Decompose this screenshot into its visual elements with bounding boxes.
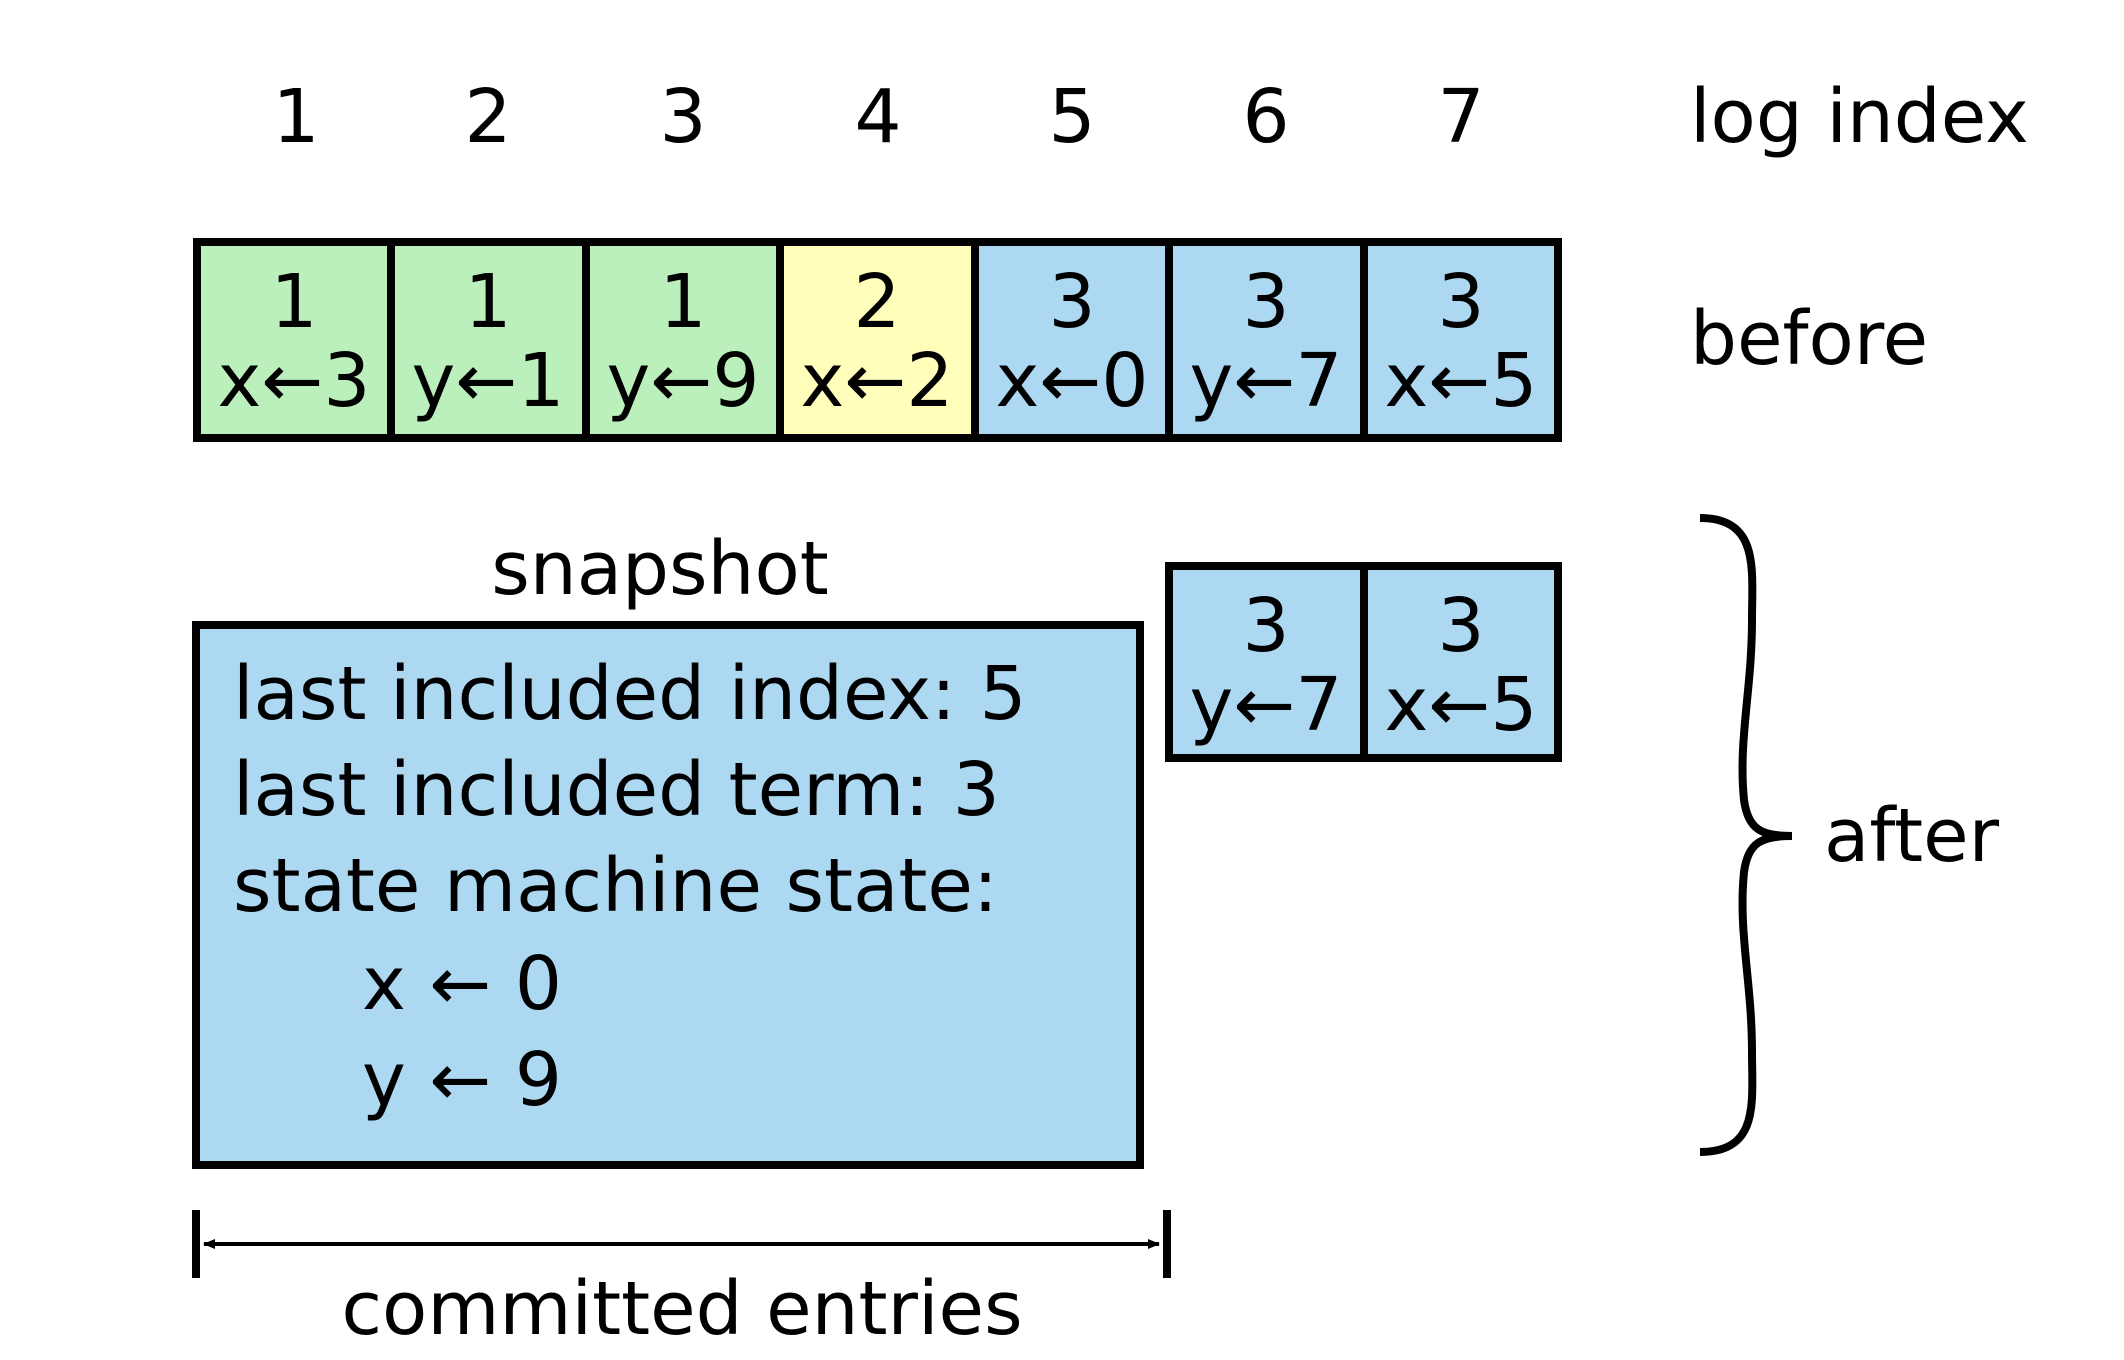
before-entry-6-term: 3 (1242, 259, 1289, 345)
before-entry-5: 3 x←0 (971, 238, 1173, 442)
log-index-2: 2 (464, 74, 511, 160)
log-index-row: 1 2 3 4 5 6 7 log index (272, 74, 2028, 160)
before-entry-6-cell (1165, 238, 1368, 442)
committed-span: committed entries (192, 1210, 1171, 1352)
log-index-4: 4 (854, 74, 901, 160)
before-log: 1 x←3 1 y←1 1 y←9 2 x←2 3 x←0 3 y←7 (193, 238, 1928, 442)
before-entry-7-term: 3 (1437, 259, 1484, 345)
log-index-6: 6 (1242, 74, 1289, 160)
committed-label: committed entries (341, 1266, 1022, 1352)
before-entry-7-command: x←5 (1385, 338, 1538, 424)
log-index-7: 7 (1437, 74, 1484, 160)
before-entry-2-cell (387, 238, 590, 442)
before-entry-5-term: 3 (1048, 259, 1095, 345)
before-entry-5-command: x←0 (996, 338, 1149, 424)
after-brace (1699, 514, 1793, 1156)
log-index-3: 3 (659, 74, 706, 160)
after-entry-7-term: 3 (1437, 583, 1484, 669)
snapshot-box (192, 621, 1144, 1169)
before-entry-3-term: 1 (659, 259, 706, 345)
snapshot-last-included-term: last included term: 3 (233, 747, 1000, 833)
before-entry-2-term: 1 (464, 259, 511, 345)
after-label: after (1824, 793, 2000, 879)
before-entry-3-cell (582, 238, 784, 442)
snapshot-state-x: x ← 0 (362, 941, 562, 1027)
after-entry-6-term: 3 (1242, 583, 1289, 669)
snapshot-state-y: y ← 9 (362, 1037, 562, 1123)
after-entry-6-cell (1165, 562, 1368, 762)
before-entry-7: 3 x←5 (1360, 238, 1562, 442)
before-entry-1-command: x←3 (218, 338, 371, 424)
after-entry-7-cell (1360, 562, 1562, 762)
before-entry-2: 1 y←1 (387, 238, 590, 442)
before-entry-1-term: 1 (270, 259, 317, 345)
before-entry-1-cell (193, 238, 395, 442)
after-entry-6: 3 y←7 (1165, 562, 1368, 762)
before-entry-3-command: y←9 (607, 338, 760, 424)
before-entry-3: 1 y←9 (582, 238, 784, 442)
before-entry-4-term: 2 (853, 259, 900, 345)
before-label: before (1690, 296, 1928, 382)
before-entry-4-command: x←2 (801, 338, 954, 424)
before-entry-6: 3 y←7 (1165, 238, 1368, 442)
before-entry-4: 2 x←2 (776, 238, 979, 442)
after-log: 3 y←7 3 x←5 (1165, 562, 1562, 762)
after-entry-7-command: x←5 (1385, 662, 1538, 748)
snapshot-last-included-index: last included index: 5 (233, 651, 1027, 737)
snapshot: snapshot last included index: 5 last inc… (192, 526, 1144, 1169)
before-entry-2-command: y←1 (412, 338, 565, 424)
before-entry-7-cell (1360, 238, 1562, 442)
log-index-label: log index (1690, 74, 2029, 160)
before-entry-1: 1 x←3 (193, 238, 395, 442)
snapshot-title: snapshot (491, 526, 829, 612)
log-index-5: 5 (1048, 74, 1095, 160)
before-entry-5-cell (971, 238, 1173, 442)
after-entry-7: 3 x←5 (1360, 562, 1562, 762)
before-entry-6-command: y←7 (1190, 338, 1343, 424)
log-index-1: 1 (272, 74, 319, 160)
after-entry-6-command: y←7 (1190, 662, 1343, 748)
snapshot-state-label: state machine state: (233, 843, 998, 929)
